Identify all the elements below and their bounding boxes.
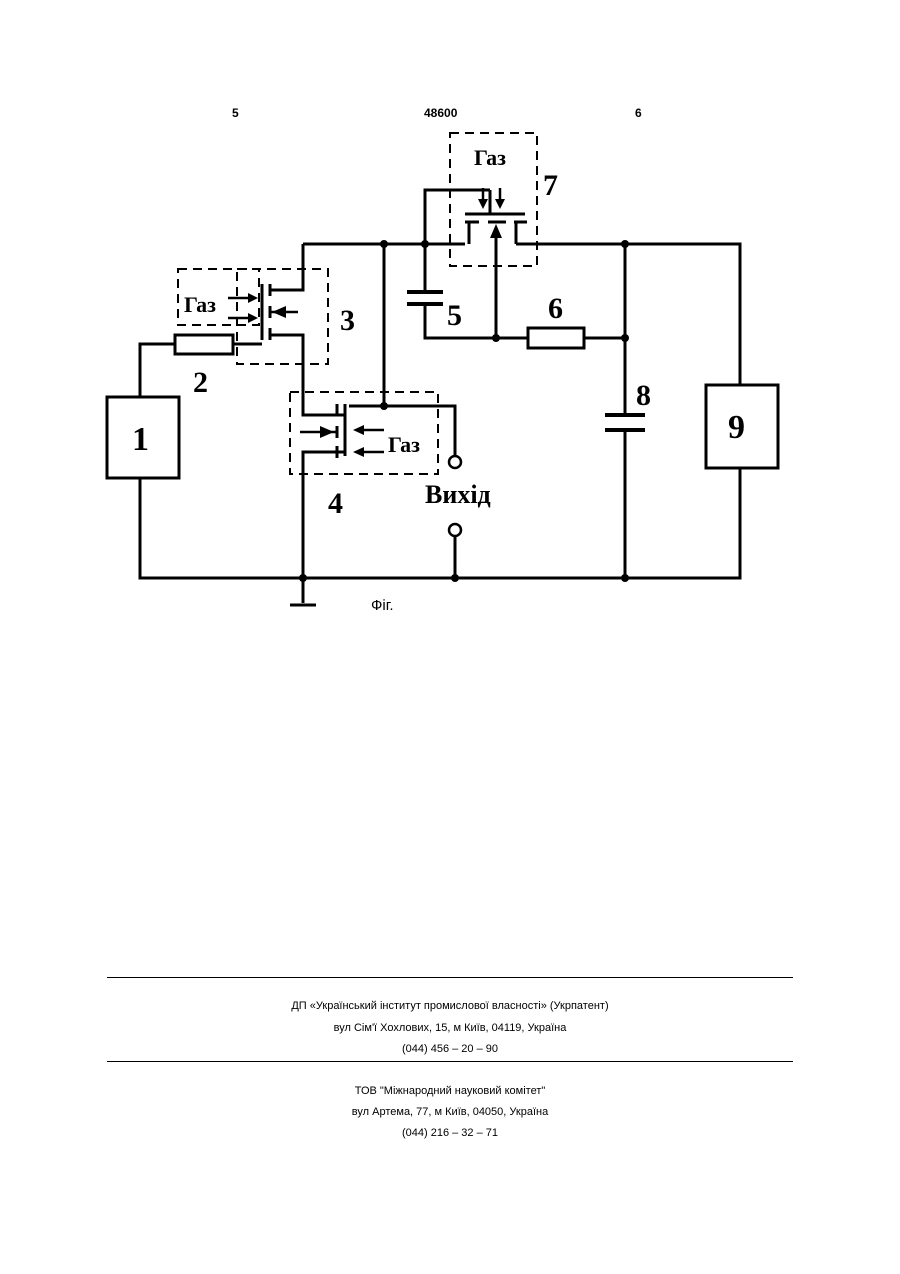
capacitor-8 (605, 415, 645, 430)
transistor-3 (228, 284, 298, 340)
component-number-3: 3 (340, 304, 355, 337)
component-number-8: 8 (636, 379, 651, 412)
resistor-2 (175, 335, 233, 354)
gas-label-4: Газ (388, 432, 420, 457)
component-number-6: 6 (548, 292, 563, 325)
component-number-4: 4 (328, 487, 343, 520)
capacitor-5 (407, 292, 443, 304)
publisher-address: вул Сім'ї Хохлових, 15, м Київ, 04119, У… (0, 1021, 900, 1035)
printer-address: вул Артема, 77, м Київ, 04050, Україна (0, 1105, 900, 1119)
component-number-2: 2 (193, 366, 208, 399)
component-number-5: 5 (447, 299, 462, 332)
output-terminal-top (449, 456, 461, 468)
transistor-4 (300, 404, 384, 458)
printer-phone: (044) 216 – 32 – 71 (0, 1126, 900, 1140)
gas-label-3: Газ (184, 292, 216, 317)
component-number-1: 1 (132, 421, 149, 458)
gas-label-7: Газ (474, 145, 506, 170)
component-number-9: 9 (728, 409, 745, 446)
circuit-schematic: 1 2 Газ 3 Газ 4 5 6 (0, 0, 900, 640)
footer-divider-middle (107, 1061, 793, 1062)
transistor-7 (465, 188, 527, 244)
component-number-7: 7 (543, 169, 558, 202)
footer-divider-top (107, 977, 793, 978)
publisher-name: ДП «Український інститут промислової вла… (0, 999, 900, 1013)
output-terminal-bottom (449, 524, 461, 536)
printer-name: ТОВ "Міжнародний науковий комітет" (0, 1084, 900, 1098)
resistor-6 (528, 328, 584, 348)
junction-dots (299, 240, 629, 582)
output-label: Вихід (425, 480, 491, 509)
figure-caption: Фіг. (371, 597, 394, 614)
publisher-phone: (044) 456 – 20 – 90 (0, 1042, 900, 1056)
